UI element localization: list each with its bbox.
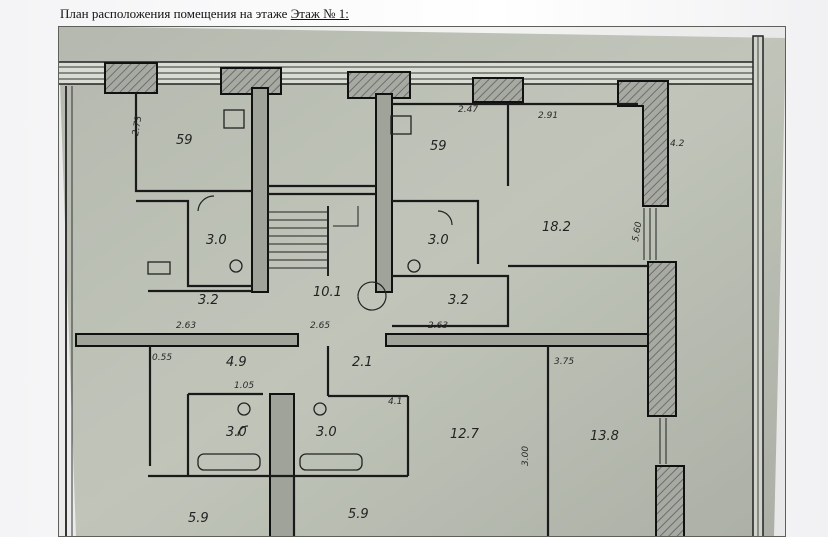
room-area: 13.8 — [590, 429, 619, 444]
room-area: 4.9 — [226, 355, 247, 370]
dimension-mark: 3.00 — [521, 446, 531, 466]
floor-plan-drawing: 59 59 18.2 3.0 3.0 3.2 3.2 10.1 4.9 2.1 … — [58, 26, 786, 537]
room-area: 3.2 — [448, 293, 469, 308]
room-area: 59 — [176, 133, 193, 148]
dimension-mark: 3.75 — [554, 357, 574, 367]
room-area-labels: 59 59 18.2 3.0 3.0 3.2 3.2 10.1 4.9 2.1 … — [176, 133, 619, 526]
room-area: 59 — [430, 139, 447, 154]
dimension-mark: 2.63 — [428, 321, 448, 331]
partition-walls — [134, 93, 648, 537]
room-area: 18.2 — [542, 220, 571, 235]
exterior-wall-right — [752, 35, 764, 537]
dimension-mark: 4.2 — [670, 139, 685, 149]
door-swings — [197, 195, 453, 437]
dimension-mark: 5.60 — [631, 221, 644, 243]
plan-heading: План расположения помещения на этаже Эта… — [60, 6, 349, 22]
dimension-mark: 2.91 — [538, 111, 558, 121]
floor-number: Этаж № 1: — [290, 6, 349, 21]
room-area: 2.1 — [352, 355, 373, 370]
dimension-mark: 2.63 — [176, 321, 196, 331]
room-area: 5.9 — [348, 507, 369, 522]
ventilation-shafts — [104, 62, 685, 537]
dimension-mark: 2.47 — [458, 105, 478, 115]
dimension-mark: 1.05 — [234, 381, 254, 391]
dimension-mark: 4.1 — [388, 397, 402, 407]
dimension-marks: 2.73 2.47 2.91 2.63 2.63 3.00 5.60 2.65 … — [131, 105, 684, 466]
heading-text: План расположения помещения на этаже — [60, 6, 288, 21]
interior-walls — [75, 87, 649, 537]
room-area: 12.7 — [450, 427, 480, 442]
exterior-wall-left — [65, 86, 73, 537]
room-area: 3.0 — [316, 425, 337, 440]
dimension-mark: 0.55 — [152, 353, 172, 363]
windows — [643, 208, 667, 464]
dimension-mark: 2.73 — [131, 115, 144, 137]
room-area: 3.0 — [206, 233, 227, 248]
plumbing-fixtures — [147, 109, 421, 471]
dimension-mark: 2.65 — [310, 321, 330, 331]
room-area: 3.0 — [428, 233, 449, 248]
room-area: 10.1 — [313, 285, 342, 300]
plan-background — [58, 26, 786, 537]
staircase — [268, 206, 359, 276]
room-area: 5.9 — [188, 511, 209, 526]
floor-plan: 59 59 18.2 3.0 3.0 3.2 3.2 10.1 4.9 2.1 … — [58, 26, 786, 537]
room-area: 3.0 — [226, 425, 247, 440]
room-area: 3.2 — [198, 293, 219, 308]
